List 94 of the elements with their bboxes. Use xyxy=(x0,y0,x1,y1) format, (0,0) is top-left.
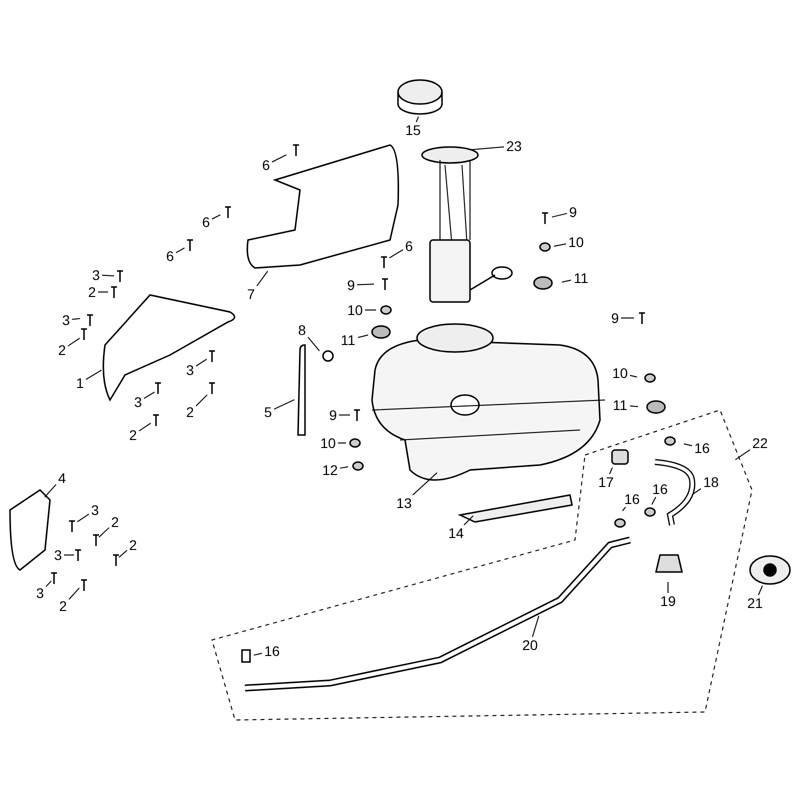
leader-line xyxy=(212,214,221,220)
leader-line xyxy=(553,243,566,247)
callout-number: 4 xyxy=(58,471,66,485)
callout-number: 2 xyxy=(58,343,66,357)
callout-number: 10 xyxy=(320,436,336,450)
leader-line xyxy=(338,442,346,444)
callout-number: 6 xyxy=(202,215,210,229)
callout-number: 2 xyxy=(111,515,119,529)
leader-line xyxy=(64,554,74,556)
leader-line xyxy=(338,414,350,416)
callout-number: 10 xyxy=(347,303,363,317)
callout-number: 20 xyxy=(522,638,538,652)
leader-line xyxy=(196,358,208,367)
leader-line xyxy=(388,249,404,258)
leader-line xyxy=(102,274,114,276)
callout-number: 2 xyxy=(59,599,67,613)
leader-line xyxy=(144,392,156,399)
leader-line xyxy=(561,280,572,283)
leader-line xyxy=(68,338,80,346)
leader-line xyxy=(256,270,268,286)
leader-line xyxy=(551,212,568,218)
callout-number: 5 xyxy=(264,405,272,419)
callout-number: 6 xyxy=(166,249,174,263)
callout-number: 17 xyxy=(598,475,614,489)
callout-number: 9 xyxy=(329,408,337,422)
callout-number: 3 xyxy=(186,363,194,377)
callout-number: 3 xyxy=(54,548,62,562)
callout-number: 3 xyxy=(92,268,100,282)
leader-line xyxy=(692,488,702,494)
leader-line xyxy=(253,652,262,656)
callout-number: 15 xyxy=(405,123,421,137)
callout-number: 13 xyxy=(396,496,412,510)
callout-number: 22 xyxy=(752,436,768,450)
leader-line xyxy=(72,318,81,320)
leader-line xyxy=(464,515,474,526)
callout-number: 9 xyxy=(347,278,355,292)
leader-line xyxy=(68,587,80,600)
callout-number: 3 xyxy=(134,395,142,409)
leader-line xyxy=(471,146,504,150)
callout-number: 11 xyxy=(612,398,628,412)
leader-line xyxy=(138,422,152,432)
leader-line xyxy=(412,472,438,496)
leader-line xyxy=(532,615,540,638)
leader-line xyxy=(609,467,613,474)
callout-number: 23 xyxy=(506,139,522,153)
callout-number: 16 xyxy=(264,644,280,658)
leader-line xyxy=(308,336,320,352)
leader-line xyxy=(44,484,56,498)
leader-line xyxy=(630,405,639,408)
leader-line xyxy=(630,374,638,378)
callout-number: 11 xyxy=(574,271,588,285)
callout-number: 9 xyxy=(569,205,577,219)
leader-line xyxy=(758,585,763,596)
leader-line xyxy=(272,154,287,162)
leader-line xyxy=(274,399,295,410)
callout-number: 9 xyxy=(611,311,619,325)
callout-number: 1 xyxy=(76,376,84,390)
callout-number: 19 xyxy=(660,594,676,608)
callout-number: 2 xyxy=(88,285,96,299)
leader-line xyxy=(196,394,208,406)
callout-number: 3 xyxy=(36,586,44,600)
callout-number: 10 xyxy=(612,366,628,380)
leader-line xyxy=(98,527,110,538)
callout-number: 8 xyxy=(298,323,306,337)
leader-line xyxy=(86,370,102,380)
callout-number: 3 xyxy=(62,313,70,327)
callout-number: 11 xyxy=(340,333,356,347)
leader-line xyxy=(76,514,90,522)
leader-line xyxy=(683,443,692,446)
callout-number: 16 xyxy=(652,482,668,496)
callout-number: 3 xyxy=(91,503,99,517)
leader-line xyxy=(416,116,419,122)
leader-line xyxy=(118,550,128,558)
leader-line xyxy=(358,334,369,338)
leader-line xyxy=(356,284,374,286)
leader-line xyxy=(651,496,656,505)
callout-number: 16 xyxy=(624,492,640,506)
leader-line xyxy=(176,247,185,254)
callout-number: 12 xyxy=(322,463,338,477)
callout-number: 2 xyxy=(129,428,137,442)
callout-number: 16 xyxy=(694,441,710,455)
callout-number: 6 xyxy=(405,239,413,253)
callout-number: 18 xyxy=(703,475,719,489)
leader-line xyxy=(622,506,626,512)
callout-number: 21 xyxy=(747,596,763,610)
callout-number: 7 xyxy=(247,287,255,301)
callout-number: 10 xyxy=(568,235,584,249)
callout-number: 14 xyxy=(448,526,464,540)
leader-line xyxy=(340,466,349,469)
leader-line xyxy=(734,449,750,460)
callout-number: 6 xyxy=(262,158,270,172)
leader-line xyxy=(46,580,52,588)
callout-number: 2 xyxy=(186,405,194,419)
callout-number: 2 xyxy=(129,538,137,552)
